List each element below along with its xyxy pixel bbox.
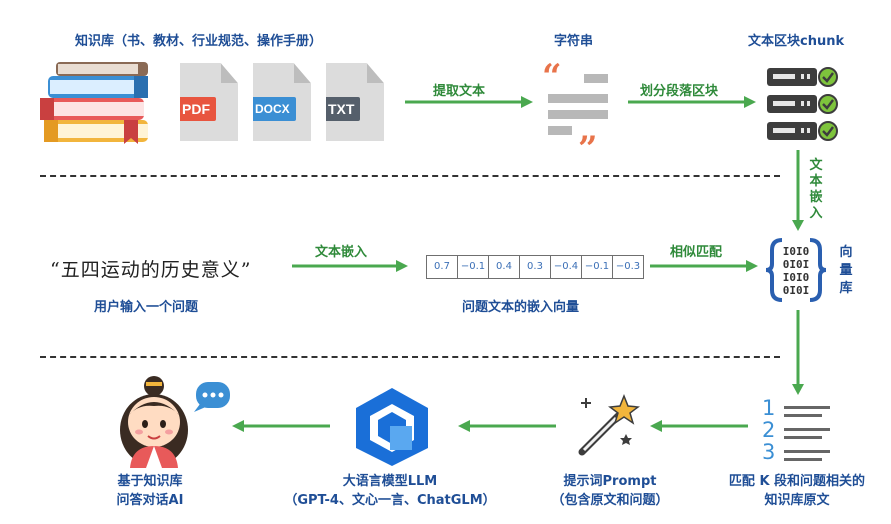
list-number: 3 <box>762 440 776 464</box>
llm-cube-icon <box>356 388 428 466</box>
divider-bottom <box>40 356 780 358</box>
llm-label-1: 大语言模型LLM <box>342 474 438 489</box>
extract-text-label: 提取文本 <box>433 84 486 99</box>
txt-tag: TXT <box>326 97 361 121</box>
vector-cell: 0.4 <box>489 256 520 278</box>
llm-label-2: （GPT-4、文心一言、ChatGLM） <box>284 493 496 508</box>
vector-cell: −0.4 <box>551 256 582 278</box>
quote-text-icon: “ ” <box>542 60 608 152</box>
vector-db-label: 向 量 库 <box>839 245 853 296</box>
arrow-to-prompt <box>650 420 748 432</box>
prompt-label-1: 提示词Prompt <box>563 474 657 489</box>
arrow-extract <box>405 96 533 108</box>
svg-text:“: “ <box>542 60 562 97</box>
vector-cell: −0.1 <box>582 256 613 278</box>
query-embedding-vector: 0.7 −0.1 0.4 0.3 −0.4 −0.1 −0.3 <box>426 255 644 279</box>
assistant-avatar-icon <box>120 376 230 468</box>
svg-text:0I0I: 0I0I <box>783 284 810 297</box>
svg-text:0I0I: 0I0I <box>783 258 810 271</box>
list-number: 1 <box>762 396 776 420</box>
svg-text:”: ” <box>578 129 598 152</box>
vector-cell: 0.7 <box>427 256 458 278</box>
books-icon <box>40 62 148 144</box>
string-label: 字符串 <box>554 34 594 49</box>
arrow-split <box>628 96 756 108</box>
arrow-to-answer <box>232 420 330 432</box>
svg-text:I0I0: I0I0 <box>783 271 810 284</box>
arrow-similarity-match <box>650 260 758 272</box>
arrow-to-llm <box>458 420 556 432</box>
matched-chunks-label-1: 匹配 K 段和问题相关的 <box>728 474 866 489</box>
vector-cell: 0.3 <box>520 256 551 278</box>
embed-query-label: 文本嵌入 <box>315 245 368 260</box>
pdf-tag: PDF <box>180 97 216 121</box>
server-chunks-icon <box>767 67 838 141</box>
vector-db-icon: I0I0 0I0I I0I0 0I0I <box>765 238 827 302</box>
answer-label-1: 基于知识库 <box>117 474 183 489</box>
txt-file-icon: TXT <box>326 63 384 141</box>
numbered-list-icon: 1 2 3 <box>756 396 836 464</box>
divider-top <box>40 175 780 177</box>
list-number: 2 <box>762 418 776 442</box>
query-vector-caption: 问题文本的嵌入向量 <box>462 300 580 315</box>
similarity-match-label: 相似匹配 <box>670 245 723 260</box>
user-query-text: “五四运动的历史意义” <box>50 259 252 281</box>
arrow-embed-chunk <box>792 150 804 231</box>
arrow-retrieve <box>792 310 804 395</box>
svg-text:I0I0: I0I0 <box>783 245 810 258</box>
matched-chunks-label-2: 知识库原文 <box>764 493 830 508</box>
knowledge-base-label: 知识库（书、教材、行业规范、操作手册） <box>75 34 323 49</box>
docx-tag: DOCX <box>253 97 296 121</box>
docx-file-icon: DOCX <box>253 63 311 141</box>
user-query-caption: 用户输入一个问题 <box>94 300 199 315</box>
prompt-label-2: （包含原文和问题） <box>551 493 669 508</box>
arrow-embed-query <box>292 260 408 272</box>
vector-cell: −0.1 <box>458 256 489 278</box>
embed-chunk-label: 文 本 嵌 入 <box>809 158 823 221</box>
pdf-file-icon: PDF <box>180 63 238 141</box>
magic-wand-icon <box>578 393 640 456</box>
chunk-label: 文本区块chunk <box>748 34 845 49</box>
split-paragraph-label: 划分段落区块 <box>640 84 719 99</box>
vector-cell: −0.3 <box>615 261 641 272</box>
answer-label-2: 问答对话AI <box>116 493 184 508</box>
